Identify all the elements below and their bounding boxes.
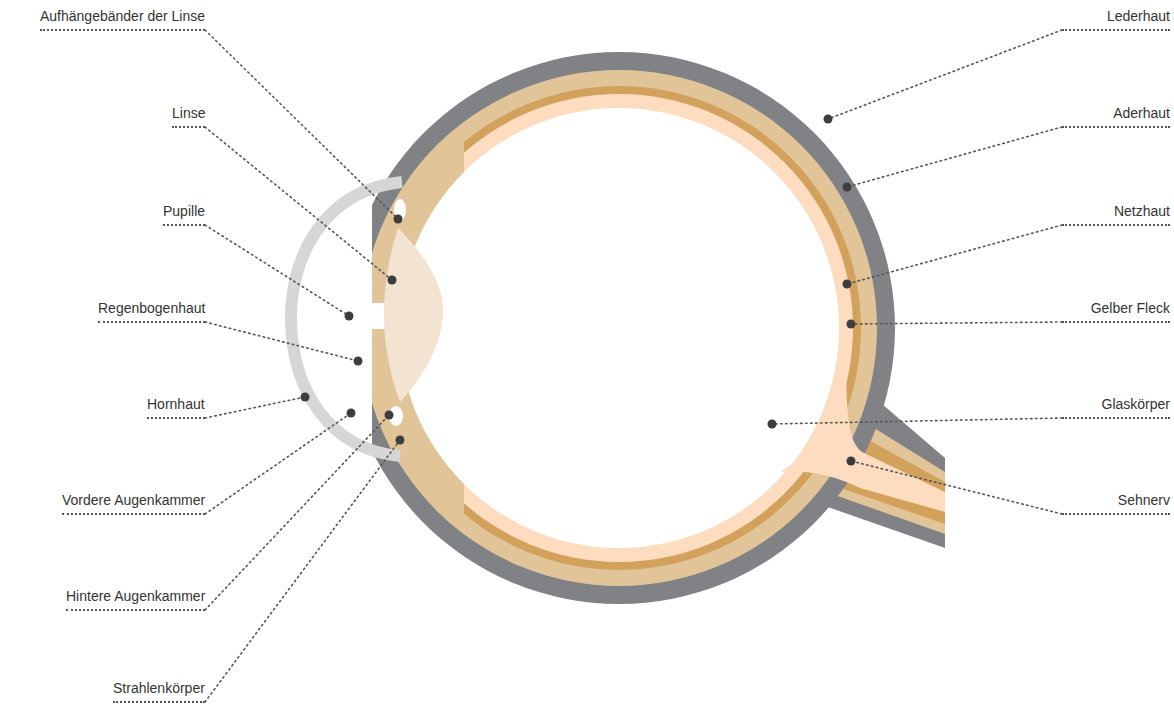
leader-dot: [768, 420, 777, 429]
leader-line: [205, 440, 400, 702]
leader-dot: [394, 215, 403, 224]
part-label: Strahlenkörper: [113, 680, 205, 703]
leader-dot: [388, 276, 397, 285]
choroid: [361, 70, 877, 586]
leader-lines: [205, 30, 1062, 702]
part-label: Netzhaut: [1062, 203, 1170, 226]
leader-dot: [347, 409, 356, 418]
part-label: Aderhaut: [1062, 105, 1170, 128]
leader-line: [847, 225, 1062, 284]
leader-dot: [345, 312, 354, 321]
lens: [384, 228, 443, 402]
part-label: Hintere Augenkammer: [66, 588, 205, 611]
part-label: Aufhängebänder der Linse: [40, 8, 205, 31]
leader-line: [828, 30, 1062, 119]
part-label: Lederhaut: [1062, 8, 1170, 31]
leader-line: [205, 413, 351, 514]
leader-line: [205, 30, 398, 219]
leader-dot: [847, 457, 856, 466]
leader-line: [205, 127, 392, 280]
part-label: Pupille: [163, 203, 205, 226]
leader-dot: [396, 436, 405, 445]
cornea: [291, 182, 402, 456]
leader-dot: [843, 183, 852, 192]
vitreous-body: [399, 108, 839, 548]
leader-line: [851, 322, 1062, 324]
leader-dot: [824, 115, 833, 124]
leader-line: [205, 397, 305, 418]
leader-dot: [354, 357, 363, 366]
leader-line: [772, 418, 1062, 424]
leader-line: [205, 415, 389, 610]
part-label: Vordere Augenkammer: [62, 492, 205, 515]
optic-disc: [780, 335, 945, 512]
sclera: [343, 52, 895, 604]
leader-dot: [385, 411, 394, 420]
leader-line: [847, 127, 1062, 187]
ciliary-body: [361, 70, 877, 586]
part-label: Sehnerv: [1062, 492, 1170, 515]
leader-dot: [847, 320, 856, 329]
part-label: Glaskörper: [1062, 396, 1170, 419]
part-label: Gelber Fleck: [1062, 300, 1170, 323]
leader-line: [205, 225, 349, 316]
leader-dot: [843, 280, 852, 289]
leader-dot: [301, 393, 310, 402]
leader-line: [205, 322, 358, 361]
part-label: Hornhaut: [147, 396, 205, 419]
leader-line: [851, 461, 1062, 514]
leader-dots: [301, 115, 856, 466]
part-label: Linse: [172, 105, 205, 128]
part-label: Regenbogenhaut: [98, 300, 205, 323]
